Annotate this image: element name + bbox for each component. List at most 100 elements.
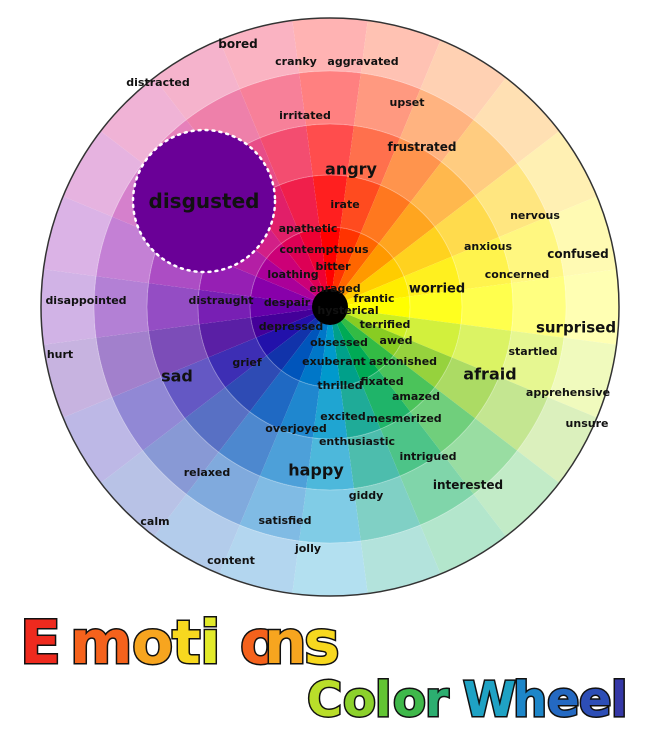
wheel-label-distraught: distraught: [188, 294, 253, 307]
wheel-sector-6-ring-1: [409, 289, 463, 325]
wheel-label-astonished: astonished: [369, 355, 437, 368]
wheel-sector-3-ring-3: [441, 119, 518, 196]
wheel-label-disappointed: disappointed: [45, 294, 126, 307]
wheel-label-grief: grief: [232, 356, 262, 369]
wheel-sector-1-ring-3: [353, 73, 421, 138]
wheel-label-distracted: distracted: [126, 76, 189, 89]
wheel-sector-18-ring-4: [41, 269, 97, 345]
wheel-sector-3-ring-0: [330, 243, 394, 307]
wheel-sector-22-ring-0: [281, 233, 330, 307]
wheel-sector-4-ring-3: [475, 163, 549, 237]
wheel-label-thrilled: thrilled: [317, 379, 362, 392]
wheel-label-despair: despair: [264, 296, 311, 309]
wheel-ring-separator-1: [197, 174, 463, 440]
wheel-label-mesmerized: mesmerized: [366, 412, 441, 425]
wheel-label-fixated: fixated: [360, 375, 403, 388]
title2b-letter-1: h: [513, 672, 547, 728]
wheel-sector-15-ring-2: [184, 387, 250, 453]
wheel-sector-15-ring-1: [225, 355, 282, 412]
wheel-label-frantic: frantic: [353, 292, 394, 305]
wheel-label-calm: calm: [140, 515, 169, 528]
title1-letter-1: m: [70, 608, 133, 678]
wheel-sector-10-ring-3: [400, 452, 474, 526]
wheel-label-confused: confused: [547, 247, 609, 261]
wheel-sector-3-ring-2: [410, 161, 476, 227]
wheel-label-angry: angry: [325, 160, 378, 179]
wheel-label-excited: excited: [320, 410, 365, 423]
wheel-sector-9-ring-0: [330, 307, 394, 371]
wheel-sector-23-ring-1: [279, 176, 320, 234]
wheel-sector-18-ring-2: [147, 283, 200, 331]
wheel-sector-16-ring-2: [160, 357, 226, 419]
wheel-sector-11-ring-4: [360, 525, 441, 594]
wheel-sector-1-ring-2: [347, 125, 401, 186]
wheel-sector-16-ring-1: [208, 337, 267, 388]
wheel-ring-separator-3: [93, 70, 567, 544]
wheel-label-satisfied: satisfied: [258, 514, 311, 527]
wheel-sector-17-ring-0: [250, 307, 330, 338]
wheel-sector-7-ring-3: [499, 330, 564, 398]
wheel-sector-10-ring-1: [360, 370, 411, 429]
wheel-label-aggravated: aggravated: [327, 55, 398, 68]
wheel-sector-3-ring-1: [378, 202, 435, 259]
wheel-label-relaxed: relaxed: [184, 466, 231, 479]
wheel-sector-19-ring-0: [250, 276, 330, 307]
wheel-sector-12-ring-2: [306, 437, 354, 490]
title2a-letter-0: C: [307, 672, 342, 728]
wheel-label-nervous: nervous: [510, 209, 560, 222]
wheel-label-disgusted: disgusted: [149, 189, 260, 213]
wheel-sector-11-ring-2: [347, 428, 401, 489]
wheel-sector-23-ring-2: [259, 125, 313, 186]
wheel-sector-0-ring-4: [292, 18, 368, 74]
wheel-sector-18-ring-0: [250, 296, 330, 318]
wheel-sector-0-ring-0: [319, 227, 341, 307]
wheel-label-awed: awed: [380, 334, 413, 347]
wheel-label-obsessed: obsessed: [310, 336, 368, 349]
wheel-label-hurt: hurt: [47, 348, 73, 361]
wheel-label-hysterical: hysterical: [317, 304, 378, 317]
wheel-sector-9-ring-4: [473, 450, 560, 537]
disgusted-highlight-circle: [131, 128, 277, 274]
wheel-label-bored: bored: [218, 37, 257, 51]
wheel-sector-17-ring-4: [43, 337, 112, 418]
title1-letter-6: n: [264, 608, 307, 678]
wheel-sector-7-ring-2: [451, 324, 512, 378]
wheel-sector-2-ring-2: [380, 137, 442, 203]
wheel-sector-18-ring-1: [198, 289, 251, 325]
wheel-sector-0-ring-3: [299, 71, 361, 126]
wheel-label-amazed: amazed: [392, 390, 440, 403]
wheel-sector-8-ring-0: [330, 307, 404, 356]
wheel-sector-14-ring-2: [218, 411, 280, 477]
wheel-label-enraged: enraged: [309, 282, 360, 295]
wheel-sector-8-ring-4: [517, 397, 598, 483]
wheel-sector-12-ring-1: [312, 386, 348, 440]
wheel-sector-6-ring-4: [563, 269, 619, 345]
wheel-sector-0-ring-1: [312, 175, 348, 228]
wheel-sector-4-ring-1: [393, 226, 452, 277]
wheel-sector-11-ring-3: [353, 476, 421, 541]
wheel-sector-15-ring-4: [100, 450, 187, 537]
wheel-ring-separator-2: [146, 123, 514, 491]
title1-letter-0: E: [20, 608, 61, 678]
title2a-letter-1: o: [343, 672, 376, 728]
wheel-sector-13-ring-0: [299, 307, 330, 387]
wheel-sector-10-ring-0: [330, 307, 379, 381]
title1-letter-7: s: [304, 608, 340, 678]
wheel-sector-2-ring-4: [420, 39, 506, 120]
wheel-label-happy: happy: [288, 461, 344, 480]
wheel-label-irritated: irritated: [279, 109, 331, 122]
wheel-label-sad: sad: [161, 367, 193, 386]
wheel-sector-13-ring-3: [239, 476, 307, 541]
wheel-label-depressed: depressed: [259, 320, 324, 333]
wheel-sector-2-ring-0: [330, 233, 379, 307]
title1-letter-3: t: [172, 608, 201, 678]
wheel-sector-13-ring-2: [259, 428, 313, 489]
wheel-sector-4-ring-2: [434, 195, 500, 257]
wheel-sector-5-ring-3: [499, 216, 564, 284]
wheel-sector-14-ring-0: [281, 307, 330, 381]
wheel-sector-15-ring-0: [266, 307, 330, 371]
wheel-sector-19-ring-4: [43, 196, 112, 277]
